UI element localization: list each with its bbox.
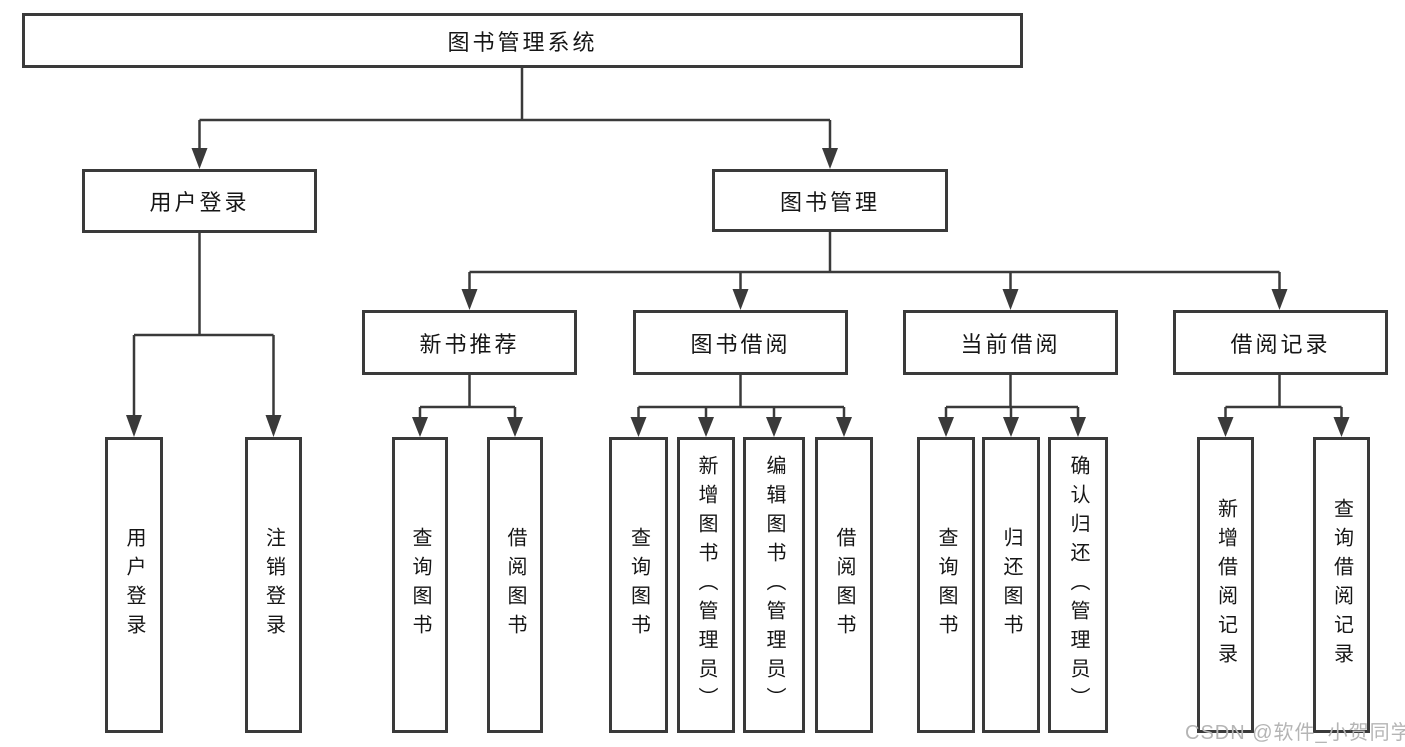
csdn-watermark: CSDN @软件_小贺同学 bbox=[1185, 722, 1405, 744]
connector-borrowing-records-to-leaves bbox=[1217, 375, 1350, 437]
leaf-confirm-return-admin: 确认归还（管理员） bbox=[1048, 437, 1108, 733]
node-user-login: 用户登录 bbox=[82, 169, 317, 233]
leaf-borrow-books-borrowing: 借阅图书 bbox=[815, 437, 873, 733]
connector-current-borrowing-to-leaves bbox=[938, 375, 1086, 437]
connector-new-books-to-leaves bbox=[412, 375, 523, 437]
leaf-add-borrow-record: 新增借阅记录 bbox=[1197, 437, 1254, 733]
leaf-query-books-borrowing: 查询图书 bbox=[609, 437, 668, 733]
leaf-edit-books-admin: 编辑图书（管理员） bbox=[743, 437, 805, 733]
leaf-logout: 注销登录 bbox=[245, 437, 302, 733]
connector-user-login-to-leaves bbox=[126, 233, 282, 437]
connector-book-borrowing-to-leaves bbox=[630, 375, 852, 437]
leaf-return-books: 归还图书 bbox=[982, 437, 1040, 733]
connector-book-management-to-level3 bbox=[461, 232, 1288, 310]
node-book-management: 图书管理 bbox=[712, 169, 948, 232]
node-new-book-recommendation: 新书推荐 bbox=[362, 310, 577, 375]
leaf-borrow-books-newbooks: 借阅图书 bbox=[487, 437, 543, 733]
connector-root-to-level2 bbox=[191, 68, 838, 169]
node-book-borrowing: 图书借阅 bbox=[633, 310, 848, 375]
node-borrowing-records: 借阅记录 bbox=[1173, 310, 1388, 375]
node-current-borrowing: 当前借阅 bbox=[903, 310, 1118, 375]
leaf-query-books-current: 查询图书 bbox=[917, 437, 975, 733]
node-library-management-system: 图书管理系统 bbox=[22, 13, 1023, 68]
leaf-add-books-admin: 新增图书（管理员） bbox=[677, 437, 735, 733]
leaf-query-borrow-record: 查询借阅记录 bbox=[1313, 437, 1370, 733]
leaf-user-login: 用户登录 bbox=[105, 437, 163, 733]
leaf-query-books-newbooks: 查询图书 bbox=[392, 437, 448, 733]
